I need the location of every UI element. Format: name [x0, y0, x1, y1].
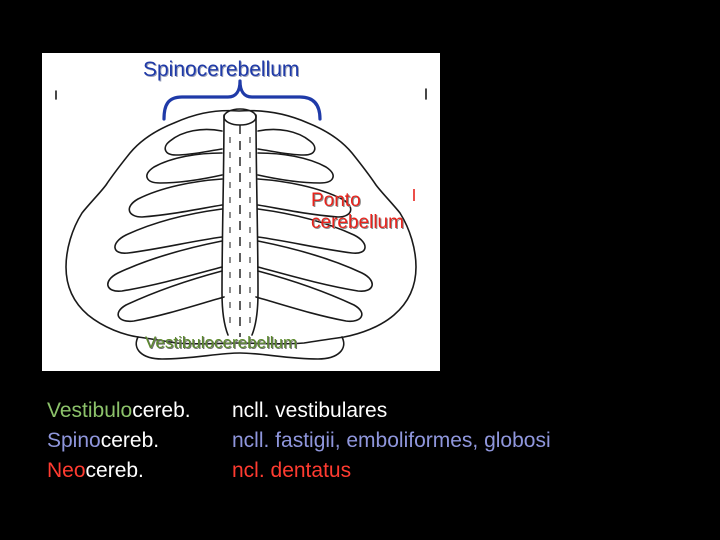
legend-prefix: Neo [47, 456, 86, 486]
vestibulocerebellum-label: Vestibulocerebellum [145, 334, 297, 351]
legend-row-vestibulo: Vestibulocereb. ncll. vestibulares [47, 396, 707, 426]
legend-row-spino: Spinocereb. ncll. fastigii, emboliformes… [47, 426, 707, 456]
legend-prefix: Spino [47, 426, 101, 456]
left-lobe-6 [118, 271, 224, 321]
legend-nucleus: ncl. dentatus [232, 456, 351, 486]
left-lobe-1 [165, 129, 222, 155]
spinocerebellum-label: Spinocerebellum [143, 59, 299, 80]
right-lobe-1 [258, 129, 315, 155]
legend-suffix: cereb. [86, 456, 144, 486]
right-lobe-2 [258, 153, 333, 183]
legend-nucleus: ncll. vestibulares [232, 396, 387, 426]
legend-suffix: cereb. [101, 426, 159, 456]
nuclei-legend: Vestibulocereb. ncll. vestibulares Spino… [47, 396, 707, 486]
left-lobe-4 [115, 209, 222, 253]
right-lobe-6 [256, 271, 362, 321]
legend-prefix: Vestibulo [47, 396, 132, 426]
legend-row-neo: Neocereb. ncl. dentatus [47, 456, 707, 486]
cerebellum-diagram-panel: Spinocerebellum Ponto cerebellum Vestibu… [42, 53, 440, 371]
right-lobe-5 [258, 241, 372, 291]
legend-nucleus: ncll. fastigii, emboliformes, globosi [232, 426, 551, 456]
pontocerebellum-label: Ponto cerebellum [311, 190, 404, 235]
pontocerebellum-label-line2: cerebellum [311, 212, 404, 234]
legend-suffix: cereb. [132, 396, 190, 426]
spinocerebellum-brace [164, 81, 320, 119]
pontocerebellum-label-line1: Ponto [311, 190, 404, 212]
left-lobe-2 [147, 153, 222, 183]
left-lobe-5 [108, 241, 222, 291]
